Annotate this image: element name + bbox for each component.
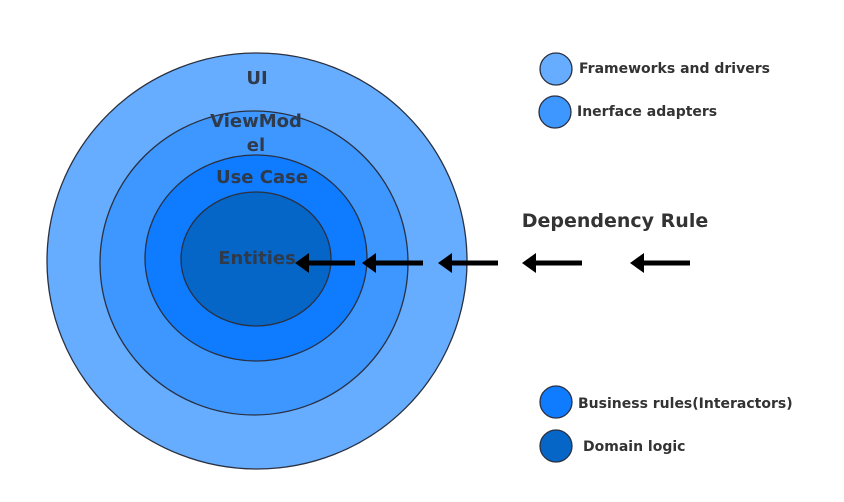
legend-swatch <box>539 52 573 86</box>
legend-item-frameworks-and-drivers: Frameworks and drivers <box>539 52 770 86</box>
dependency-rule-title: Dependency Rule <box>522 210 709 232</box>
layer-rings <box>46 52 468 470</box>
ring-label-entities: Entities <box>218 248 296 269</box>
legend-label: Inerface adapters <box>577 104 717 120</box>
ring-label-viewmodel-line-1: ViewMod <box>210 111 302 132</box>
legend-label: Business rules(Interactors) <box>578 396 793 412</box>
dependency-arrows <box>295 253 690 273</box>
ring-label-ui: UI <box>246 68 267 89</box>
ring-label-viewmodel-line-2: el <box>247 135 265 156</box>
legend-label: Domain logic <box>583 439 685 455</box>
dependency-arrow <box>362 253 423 273</box>
dependency-arrow <box>522 253 582 273</box>
legend-item-domain-logic: Domain logic <box>539 429 685 463</box>
legend-swatch <box>539 385 573 419</box>
legend-label: Frameworks and drivers <box>579 61 770 77</box>
legend-swatch <box>538 95 572 129</box>
ring-label-use-case: Use Case <box>216 167 308 188</box>
dependency-arrow <box>438 253 498 273</box>
legend-swatch <box>539 429 573 463</box>
ring-entities <box>180 191 332 327</box>
dependency-arrow <box>630 253 690 273</box>
legend: Frameworks and drivers Inerface adapters… <box>538 52 793 463</box>
legend-item-business-rules: Business rules(Interactors) <box>539 385 793 419</box>
legend-item-interface-adapters: Inerface adapters <box>538 95 717 129</box>
dependency-arrow <box>295 253 355 273</box>
